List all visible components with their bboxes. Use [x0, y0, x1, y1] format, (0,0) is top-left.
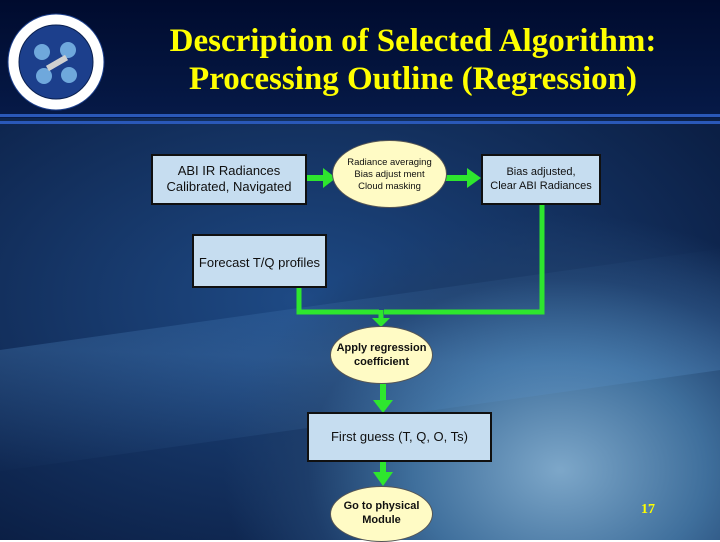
arrow-firstguess-to-physical-head [373, 472, 393, 486]
preprocessing-line3: Cloud masking [358, 181, 421, 192]
connector-forecast-to-regression [296, 288, 379, 315]
bias-adjusted-line1: Bias adjusted, [506, 166, 576, 178]
arrow-regression-to-firstguess-head [373, 400, 393, 413]
arrowhead-regression [372, 318, 390, 327]
forecast-profiles-box: Forecast T/Q profiles [192, 234, 327, 288]
first-guess-box: First guess (T, Q, O, Ts) [307, 412, 492, 462]
header-divider-2 [0, 121, 720, 124]
bias-adjusted-line2: Clear ABI Radiances [490, 180, 592, 192]
bias-adjusted-radiances-box: Bias adjusted, Clear ABI Radiances [481, 154, 601, 205]
regression-line2: coefficient [353, 356, 409, 368]
noaa-nesdis-star-logo-icon [7, 13, 105, 111]
physical-line2: Module [362, 514, 401, 526]
first-guess-label: First guess (T, Q, O, Ts) [330, 429, 468, 444]
physical-module-oval: Go to physical Module [330, 486, 433, 542]
forecast-profiles-label: Forecast T/Q profiles [198, 255, 321, 270]
preprocessing-line1: Radiance averaging [347, 157, 432, 168]
preprocessing-oval: Radiance averaging Bias adjust ment Clou… [332, 140, 447, 208]
abi-ir-radiances-box: ABI IR Radiances Calibrated, Navigated [151, 154, 307, 205]
title-line-1: Description of Selected Algorithm: [169, 23, 657, 59]
page-number: 17 [641, 502, 655, 517]
connector-bias-to-regression [384, 205, 545, 315]
preprocessing-line2: Bias adjust ment [354, 169, 425, 180]
arrow-radiances-to-preprocess-head [323, 168, 336, 188]
regression-line1: Apply regression [336, 342, 427, 354]
abi-radiances-line2: Calibrated, Navigated [166, 179, 292, 194]
header-divider [0, 114, 720, 117]
slide-title: Description of Selected Algorithm: Proce… [118, 22, 708, 98]
abi-radiances-line1: ABI IR Radiances [177, 163, 281, 178]
title-line-2: Processing Outline (Regression) [189, 61, 637, 97]
arrow-preprocess-to-bias-head [467, 168, 481, 188]
apply-regression-oval: Apply regression coefficient [330, 326, 433, 384]
header-bar [0, 0, 720, 118]
physical-line1: Go to physical [343, 500, 420, 512]
